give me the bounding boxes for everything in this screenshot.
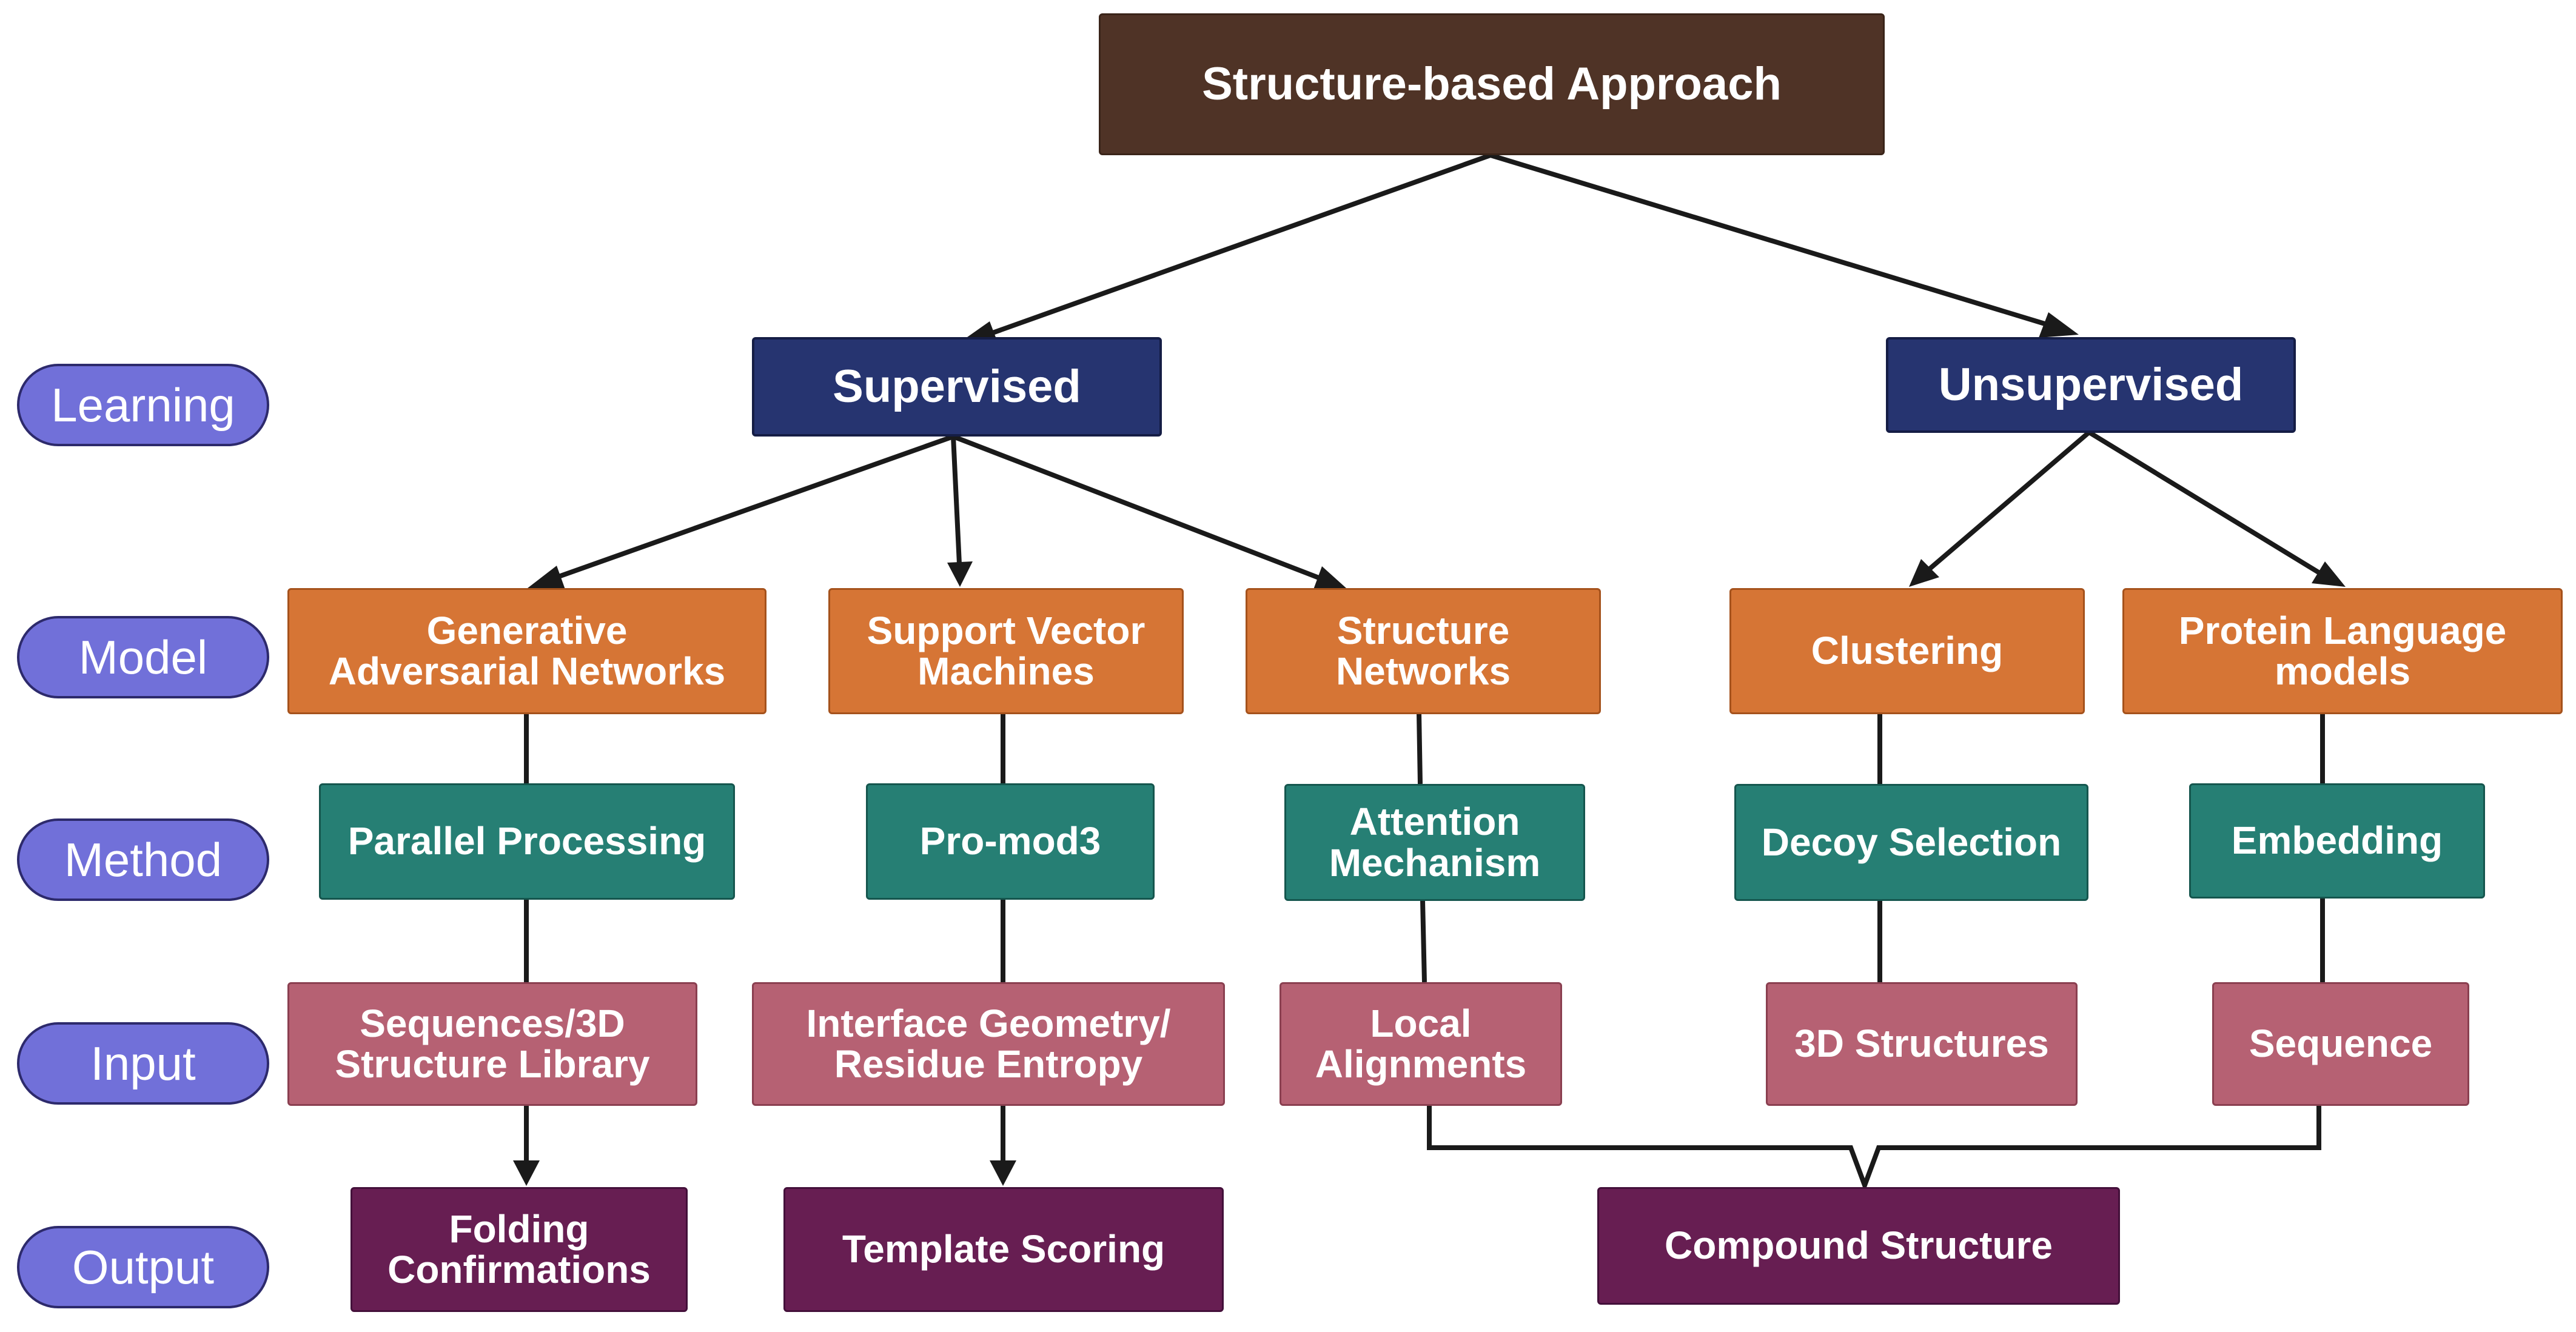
row-label-method: Method	[17, 818, 269, 901]
method-attention: Attention Mechanism	[1284, 784, 1585, 901]
input-sequence: Sequence	[2212, 982, 2469, 1106]
title-text: Structure-based Approach	[1202, 58, 1782, 110]
input-interface-geometry: Interface Geometry/ Residue Entropy	[752, 982, 1225, 1106]
connector-attention-input	[1420, 900, 1427, 983]
supervised-box: Supervised	[752, 337, 1162, 437]
method-parallel-processing: Parallel Processing	[319, 783, 735, 900]
model-protein-language: Protein Language models	[2122, 588, 2563, 714]
row-label-output: Output	[17, 1226, 269, 1308]
arrow-title-to-unsupervised	[1489, 153, 2054, 329]
output-template-scoring: Template Scoring	[783, 1187, 1224, 1312]
model-structure-networks: Structure Networks	[1246, 588, 1601, 714]
row-label-learning: Learning	[17, 364, 269, 446]
model-svm: Support Vector Machines	[828, 588, 1184, 714]
model-gan: Generative Adversarial Networks	[287, 588, 766, 714]
input-sequences-library: Sequences/3D Structure Library	[287, 982, 697, 1106]
arrowhead	[947, 561, 973, 587]
arrow-unsupervised-to-clustering	[1927, 430, 2091, 572]
connector-structure-method	[1417, 712, 1423, 785]
row-label-input: Input	[17, 1022, 269, 1105]
output-compound-structure: Compound Structure	[1597, 1187, 2120, 1305]
arrow-supervised-to-gan	[551, 434, 954, 581]
arrowhead	[1313, 566, 1346, 589]
arrowhead	[1909, 559, 1939, 587]
arrowhead	[2312, 561, 2346, 587]
method-decoy-selection: Decoy Selection	[1734, 784, 2088, 901]
merge-bracket	[1427, 1105, 2321, 1193]
unsupervised-label: Unsupervised	[1938, 359, 2244, 411]
arrow-supervised-to-svm	[951, 436, 962, 564]
input-local-alignments: Local Alignments	[1280, 982, 1562, 1106]
arrow-unsupervised-to-protein-language	[2087, 430, 2324, 577]
method-embedding: Embedding	[2189, 783, 2485, 899]
output-folding: Folding Confirmations	[351, 1187, 688, 1312]
row-label-model: Model	[17, 616, 269, 698]
arrowhead	[528, 566, 565, 589]
arrowhead	[513, 1160, 540, 1186]
arrowhead	[990, 1160, 1016, 1186]
model-clustering: Clustering	[1729, 588, 2085, 714]
arrow-supervised-to-structure-networks	[952, 434, 1323, 581]
input-3d-structures: 3D Structures	[1766, 982, 2078, 1106]
unsupervised-box: Unsupervised	[1886, 337, 2296, 433]
arrowhead	[2039, 312, 2079, 338]
method-promod3: Pro-mod3	[866, 783, 1155, 900]
arrow-title-to-supervised	[981, 153, 1492, 339]
supervised-label: Supervised	[833, 361, 1081, 413]
title-box: Structure-based Approach	[1099, 13, 1885, 155]
